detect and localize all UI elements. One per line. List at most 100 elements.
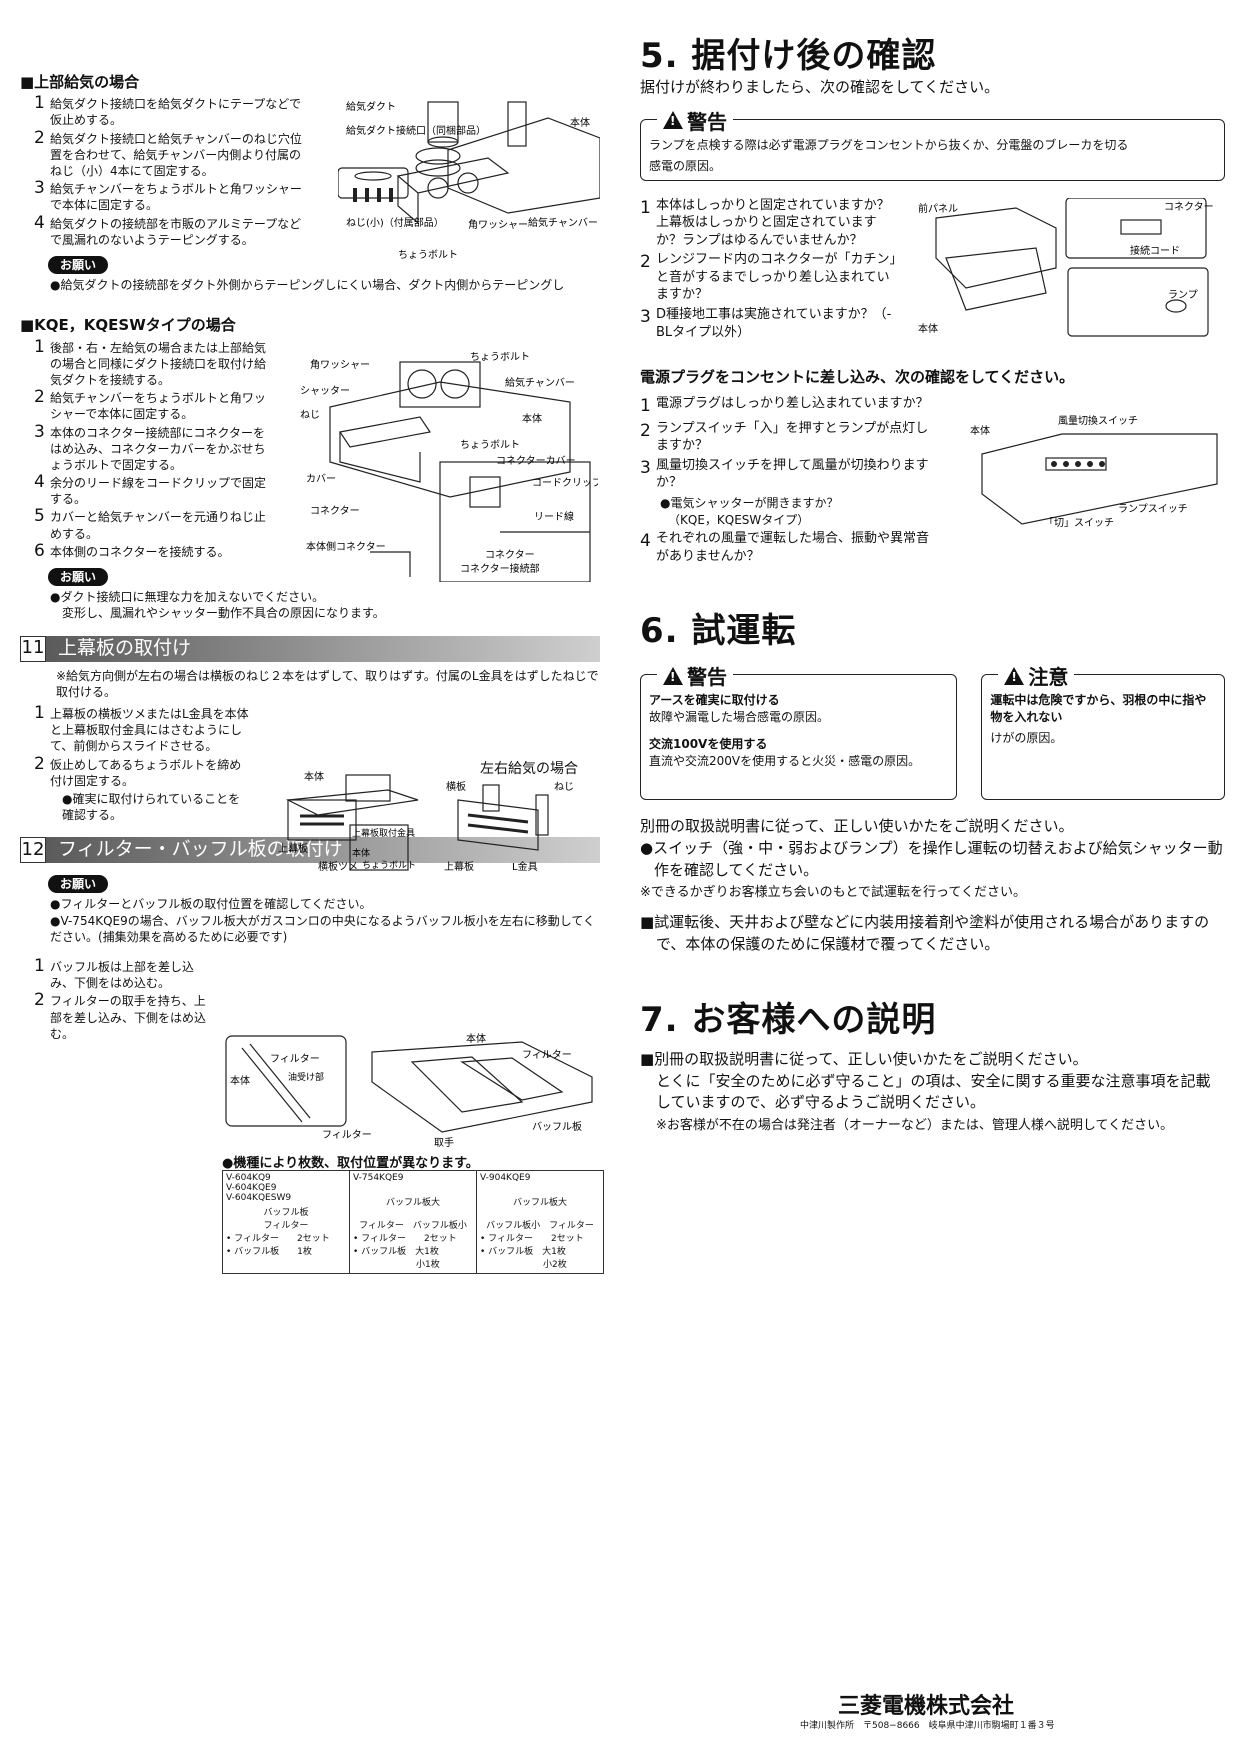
label-wingbolt: ちょうボルト — [398, 249, 458, 261]
label-connector-2: コネクター — [485, 549, 535, 561]
onegai-badge: お願い — [48, 875, 109, 894]
section-title: 上幕板の取付け — [58, 636, 192, 659]
warning-icon — [663, 111, 683, 130]
bottom-label: バッフル板小 フィルター — [486, 1221, 594, 1231]
plug-heading: 電源プラグをコンセントに差し込み、次の確認をしてください。 — [640, 368, 1075, 387]
label-body: 本体 — [522, 412, 542, 425]
section-12-header: 12 フィルター・バッフル板の取付け — [20, 837, 600, 864]
sec5-intro: 据付けが終わりましたら、次の確認をしてください。 — [640, 78, 1000, 96]
sec6-text-4: ■試運転後、天井および壁などに内装用接着剤や塗料が使用される場合がありますので、… — [640, 913, 1210, 954]
label-connector: コネクター — [310, 505, 360, 517]
model-name: V-754KQE9 — [353, 1173, 404, 1183]
label-wingbolt: ちょうボルト — [362, 860, 416, 871]
kqe-diagram: 角ワッシャー ちょうボルト シャッター 給気チャンバー ねじ 本体 ちょうボルト… — [300, 352, 598, 582]
sec7-text-1: ■別冊の取扱説明書に従って、正しい使いかたをご説明ください。 — [640, 1049, 1088, 1068]
label-shutter: シャッター — [300, 385, 350, 397]
section-number: 11 — [20, 635, 46, 662]
sec6-warning-box: 警告 アースを確実に取付ける 故障や漏電した場合感電の原因。 交流100Vを使用… — [640, 661, 958, 801]
company-name: 三菱電機株式会社 — [838, 1694, 1015, 1719]
warning-icon — [663, 666, 683, 685]
label-bracket: 上幕板取付金具 — [352, 827, 415, 839]
sec12-note-1: ●フィルターとバッフル板の取付位置を確認してください。 — [50, 897, 372, 912]
label-fan-switch: 風量切換スイッチ — [1058, 415, 1138, 427]
section-7-title: 7. お客様への説明 — [640, 999, 937, 1040]
sec5-warning-box: 警告 ランプを点検する際は必ず電源プラグをコンセントから抜くか、分電盤のブレーカ… — [640, 105, 1225, 181]
label-cover: カバー — [306, 473, 336, 485]
label-washer: 角ワッシャー — [310, 359, 370, 371]
label-screw: ねじ — [300, 409, 320, 421]
warning-line-1: ランプを点検する際は必ず電源プラグをコンセントから抜くか、分電盤のブレーカを切る — [649, 137, 1129, 152]
top-label: バッフル板 — [263, 1208, 309, 1218]
table-title: ●機種により枚数、取付位置が異なります。 — [222, 1156, 479, 1171]
label-wingbolt-2: ちょうボルト — [460, 439, 520, 451]
filter-count-table: V-604KQ9 V-604KQE9 V-604KQESW9 バッフル板 フィル… — [222, 1170, 604, 1274]
sec11-note: ※給気方向側が左右の場合は横板のねじ２本をはずして、取りはずす。付属のL金具をは… — [56, 668, 599, 699]
item-2: • バッフル板 大1枚 — [353, 1247, 439, 1257]
warning-line-3: 交流100Vを使用する — [649, 737, 768, 752]
kqe-note-1: ●ダクト接続口に無理な力を加えないでください。 — [50, 590, 325, 605]
caution-label: 注意 — [998, 661, 1075, 691]
sec12-note-2: ●V-754KQE9の場合、バッフル板大がガスコンロの中央になるようバッフル板小… — [50, 913, 596, 944]
model-name: V-904KQE9 — [480, 1173, 531, 1183]
label-body-2: 本体 — [466, 1032, 486, 1045]
table-cell: V-904KQE9 バッフル板大 バッフル板小 フィルター • フィルター 2セ… — [476, 1170, 604, 1274]
label-baffle: バッフル板 — [532, 1120, 582, 1133]
label-body: 本体 — [230, 1074, 250, 1087]
sec7-text-2: とくに「安全のために必ず守ること」の項は、安全に関する重要な注意事項を記載してい… — [656, 1071, 1211, 1112]
onegai-badge: お願い — [48, 255, 109, 275]
plug-bullet-1: ●電気シャッターが開きますか？ — [660, 496, 839, 510]
item-3: 小2枚 — [480, 1260, 567, 1270]
label-screw: ねじ — [554, 781, 574, 793]
warning-line-2: 故障や漏電した場合感電の原因。 — [649, 710, 830, 725]
label-handle: 取手 — [434, 1136, 454, 1149]
label-upper-panel-2: 上幕板 — [444, 860, 474, 873]
label-body: 本体 — [918, 322, 938, 335]
sec5-diagram: 前パネル コネクター 接続コード ランプ 本体 — [918, 198, 1214, 337]
label-lamp-switch: ランプスイッチ — [1118, 503, 1188, 515]
plug-bullet-2: （KQE，KQESWタイプ） — [668, 513, 810, 527]
item-2: • バッフル板 1枚 — [226, 1247, 312, 1257]
label-connector: コネクター — [1164, 201, 1214, 213]
bottom-label: フィルター — [263, 1221, 309, 1231]
section-11-header: 11 上幕板の取付け — [20, 635, 600, 662]
item-1: • フィルター 2セット — [353, 1234, 457, 1244]
model-name: V-604KQ9 V-604KQE9 V-604KQESW9 — [226, 1173, 292, 1203]
label-off-switch: 「切」スイッチ — [1044, 517, 1114, 529]
sec11-fig-title: 左右給気の場合 — [480, 761, 578, 777]
kqe-note-2: 変形し、風漏れやシャッター動作不具合の原因になります。 — [62, 606, 385, 621]
bottom-label: フィルター バッフル板小 — [359, 1221, 467, 1231]
label-side-panel: 横板 — [446, 780, 466, 793]
label-duct: 給気ダクト — [346, 100, 396, 113]
label-washer: 角ワッシャー — [468, 219, 528, 231]
item-2: • バッフル板 大1枚 — [480, 1247, 566, 1257]
sec6-text-1: 別冊の取扱説明書に従って、正しい使いかたをご説明ください。 — [640, 817, 1074, 836]
upper-supply-diagram: 給気ダクト 本体 給気ダクト接続口（同梱部品） ねじ(小)（付属部品） 角ワッシ… — [338, 100, 600, 261]
caution-line-2: けがの原因。 — [990, 731, 1063, 746]
table-cell: V-754KQE9 バッフル板大 フィルター バッフル板小 • フィルター 2セ… — [349, 1170, 477, 1274]
sec6-caution-box: 注意 運転中は危険ですから、羽根の中に指や物を入れない けがの原因。 — [981, 661, 1225, 801]
label-filter: フィルター — [270, 1053, 320, 1065]
upper-supply-heading: ■上部給気の場合 — [20, 73, 140, 91]
table-cell: V-604KQ9 V-604KQE9 V-604KQESW9 バッフル板 フィル… — [222, 1170, 350, 1274]
kqe-heading: ■KQE，KQESWタイプの場合 — [20, 316, 236, 335]
warning-label: 警告 — [657, 105, 733, 135]
caution-line-1: 運転中は危険ですから、羽根の中に指や物を入れない — [990, 693, 1207, 725]
